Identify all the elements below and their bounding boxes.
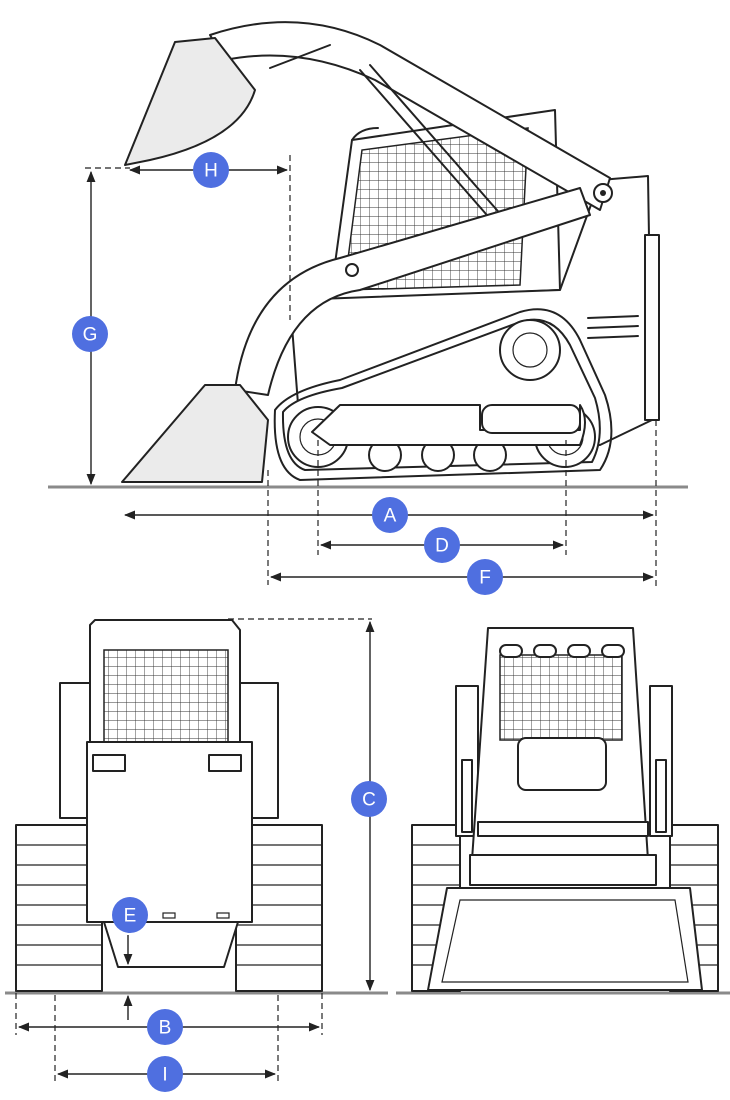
badge-b: B (147, 1009, 183, 1045)
side-view (48, 21, 688, 590)
front-view (5, 618, 388, 1085)
badge-b-circle (147, 1009, 183, 1045)
lift-cylinder (359, 69, 501, 231)
badge-f-text: F (479, 568, 491, 589)
badge-h-text: H (204, 161, 218, 182)
badge-d-circle (424, 527, 460, 563)
lift-cylinder-rod (369, 64, 511, 226)
work-light-1 (499, 644, 523, 658)
tilt-cylinder (269, 44, 331, 69)
left-light (92, 754, 126, 772)
badge-c: C (351, 781, 387, 817)
work-light-2 (533, 644, 557, 658)
badge-g: G (72, 316, 108, 352)
lower-frame (469, 854, 657, 886)
vent-slot-1 (587, 315, 639, 319)
badge-h-circle (193, 152, 229, 188)
vent-slot-2 (587, 325, 639, 329)
rear-view (396, 627, 730, 995)
badge-d: D (424, 527, 460, 563)
right-light (208, 754, 242, 772)
rear-slot-1 (162, 912, 176, 919)
badge-i-circle (147, 1056, 183, 1092)
vent-slot-3 (587, 335, 639, 339)
badge-a: A (372, 497, 408, 533)
tensioner (481, 404, 581, 434)
badge-a-text: A (384, 506, 397, 527)
badge-f: F (467, 559, 503, 595)
rear-cab-grid (499, 654, 623, 741)
track-frame (311, 404, 586, 446)
front-cab-grid (103, 649, 229, 745)
badge-g-text: G (83, 325, 98, 346)
lower-arm-pin (345, 263, 359, 277)
badge-e-text: E (124, 906, 137, 927)
right-cylinder (655, 759, 667, 833)
badge-g-circle (72, 316, 108, 352)
drive-sprocket (499, 319, 561, 381)
arm-pivot-pin (600, 190, 606, 196)
lowered-bucket (121, 384, 269, 483)
badge-i-text: I (162, 1065, 167, 1086)
sprocket-hub (512, 332, 548, 368)
seat-back (517, 737, 607, 791)
work-light-4 (601, 644, 625, 658)
badge-e-circle (112, 897, 148, 933)
lower-arm (234, 187, 591, 396)
rear-bucket-inner (441, 899, 689, 983)
lower-guard (103, 921, 239, 968)
cross-bar (477, 821, 649, 837)
track-outer (273, 308, 613, 481)
badge-c-circle (351, 781, 387, 817)
badge-d-text: D (435, 536, 449, 557)
badge-a-circle (372, 497, 408, 533)
work-light-3 (567, 644, 591, 658)
raised-bucket (124, 37, 256, 166)
badge-h: H (193, 152, 229, 188)
cab-roof-edge (351, 127, 379, 141)
badge-i: I (147, 1056, 183, 1092)
badge-e: E (112, 897, 148, 933)
badge-c-text: C (362, 790, 376, 811)
rear-door (644, 234, 660, 421)
rear-slot-2 (216, 912, 230, 919)
badge-f-circle (467, 559, 503, 595)
badge-b-text: B (159, 1018, 172, 1039)
rear-bucket (427, 887, 703, 991)
left-cylinder (461, 759, 473, 833)
